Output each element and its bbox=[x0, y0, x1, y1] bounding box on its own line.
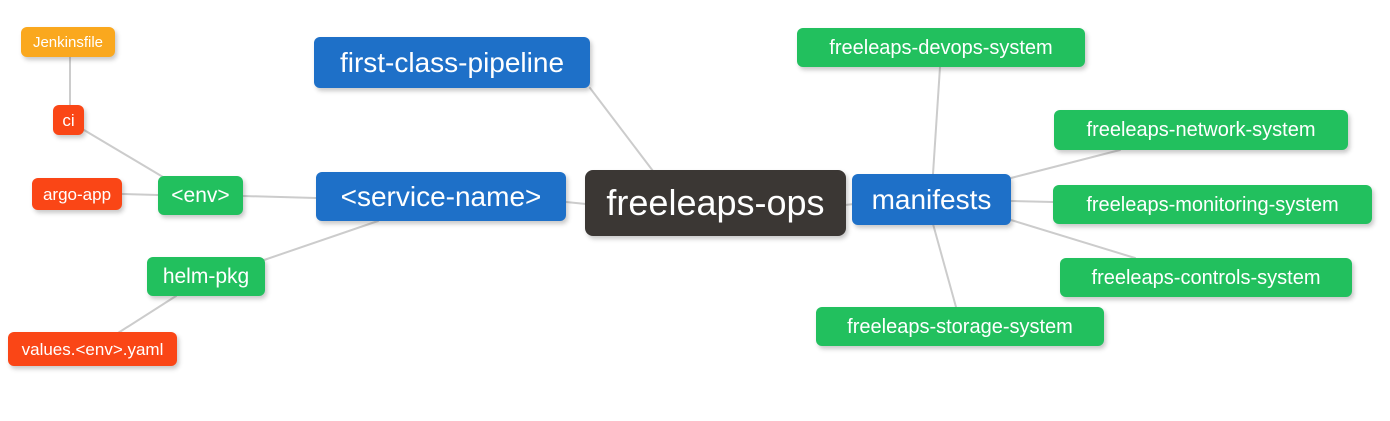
edge-manifests-storage bbox=[932, 223, 957, 308]
node-helm-pkg[interactable]: helm-pkg bbox=[147, 257, 265, 296]
node-freeleaps-network-system[interactable]: freeleaps-network-system bbox=[1054, 110, 1348, 150]
node-freeleaps-ops-root[interactable]: freeleaps-ops bbox=[585, 170, 846, 236]
node-argo-app[interactable]: argo-app bbox=[32, 178, 122, 210]
node-values-env-yaml[interactable]: values.<env>.yaml bbox=[8, 332, 177, 366]
node-service-name[interactable]: <service-name> bbox=[316, 172, 566, 221]
node-freeleaps-monitoring-system[interactable]: freeleaps-monitoring-system bbox=[1053, 185, 1372, 224]
node-env[interactable]: <env> bbox=[158, 176, 243, 215]
edge-manifests-devops bbox=[932, 66, 941, 175]
node-first-class-pipeline[interactable]: first-class-pipeline bbox=[314, 37, 590, 88]
edge-service-name-root bbox=[565, 201, 587, 205]
edge-ci-env bbox=[83, 129, 164, 178]
edge-manifests-controls bbox=[1010, 219, 1136, 259]
node-freeleaps-storage-system[interactable]: freeleaps-storage-system bbox=[816, 307, 1104, 346]
edge-manifests-monitoring bbox=[1010, 200, 1054, 203]
edge-manifests-network bbox=[1010, 149, 1121, 179]
edge-service-name-helm-pkg bbox=[263, 220, 379, 261]
edge-pipeline-root bbox=[589, 87, 654, 172]
node-ci[interactable]: ci bbox=[53, 105, 84, 135]
node-manifests[interactable]: manifests bbox=[852, 174, 1011, 225]
node-freeleaps-controls-system[interactable]: freeleaps-controls-system bbox=[1060, 258, 1352, 297]
node-freeleaps-devops-system[interactable]: freeleaps-devops-system bbox=[797, 28, 1085, 67]
edge-argo-app-env bbox=[121, 193, 159, 196]
edge-env-service-name bbox=[242, 195, 317, 199]
edge-helm-pkg-values bbox=[117, 295, 177, 334]
node-jenkinsfile[interactable]: Jenkinsfile bbox=[21, 27, 115, 57]
